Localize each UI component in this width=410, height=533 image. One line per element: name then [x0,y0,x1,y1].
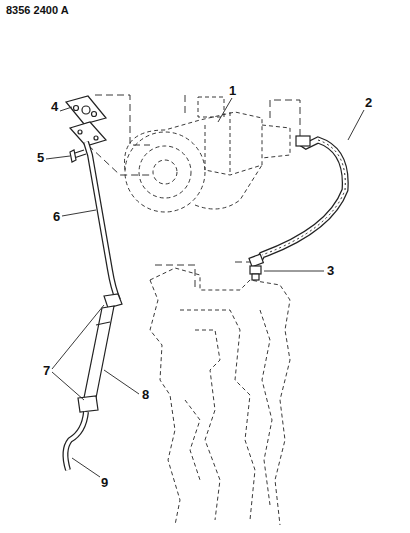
callout-number: 5 [36,151,45,164]
callout-number: 3 [326,264,335,277]
callout-number: 6 [52,210,61,223]
drawing-number: 8356 2400 A [5,5,70,16]
callout-number: 4 [50,100,59,113]
callout-number: 9 [100,476,109,489]
callout-number: 7 [42,364,51,377]
callout-number: 2 [364,96,373,109]
callout-number: 8 [141,388,150,401]
callout-number: 1 [228,84,237,97]
